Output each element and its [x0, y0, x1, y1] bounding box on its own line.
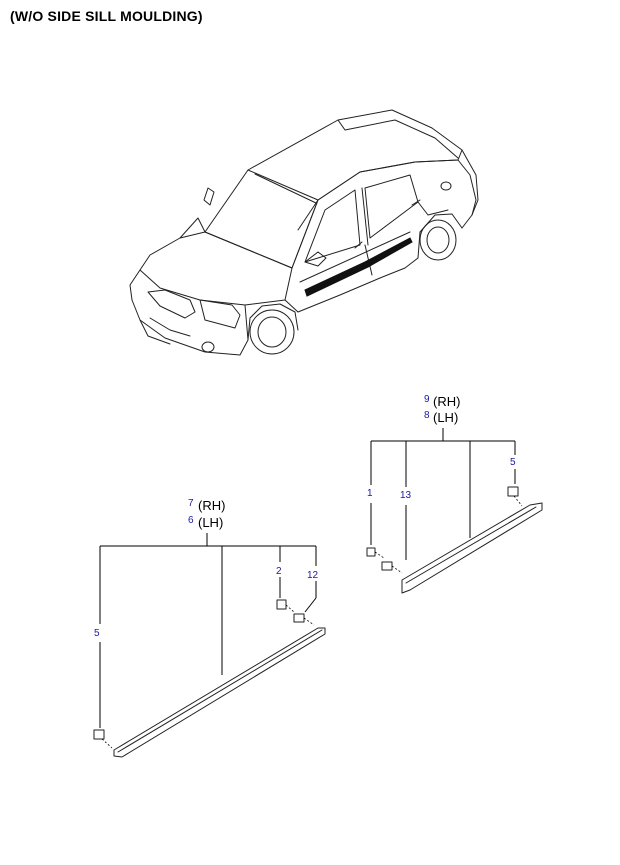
label-rh-lower: (RH) [198, 498, 225, 513]
label-lh-upper: (LH) [433, 410, 458, 425]
clip-5-upper [507, 486, 519, 497]
label-rh-upper: (RH) [433, 394, 460, 409]
clip-13 [381, 561, 393, 571]
assembly-lower-left: 7 (RH) 6 (LH) 5 2 12 [93, 498, 326, 758]
callout-5-lower: 5 [94, 628, 100, 639]
door-moulding-upper [401, 502, 543, 594]
callout-6: 6 [188, 515, 194, 526]
clip-12 [293, 613, 305, 623]
callout-12: 12 [307, 570, 319, 581]
callout-13: 13 [400, 490, 412, 501]
callout-5-upper: 5 [510, 457, 516, 468]
callout-9: 9 [424, 394, 430, 405]
callout-1: 1 [367, 488, 373, 499]
clip-5-lower [93, 729, 105, 740]
car-illustration [129, 109, 479, 356]
clip-2 [276, 599, 287, 610]
diagram-title: (W/O SIDE SILL MOULDING) [10, 8, 203, 24]
callout-7: 7 [188, 498, 194, 509]
assembly-upper-right: 9 (RH) 8 (LH) 1 13 5 [366, 394, 543, 594]
callout-2: 2 [276, 566, 282, 577]
callout-8: 8 [424, 410, 430, 421]
label-lh-lower: (LH) [198, 515, 223, 530]
clip-1 [366, 547, 376, 557]
